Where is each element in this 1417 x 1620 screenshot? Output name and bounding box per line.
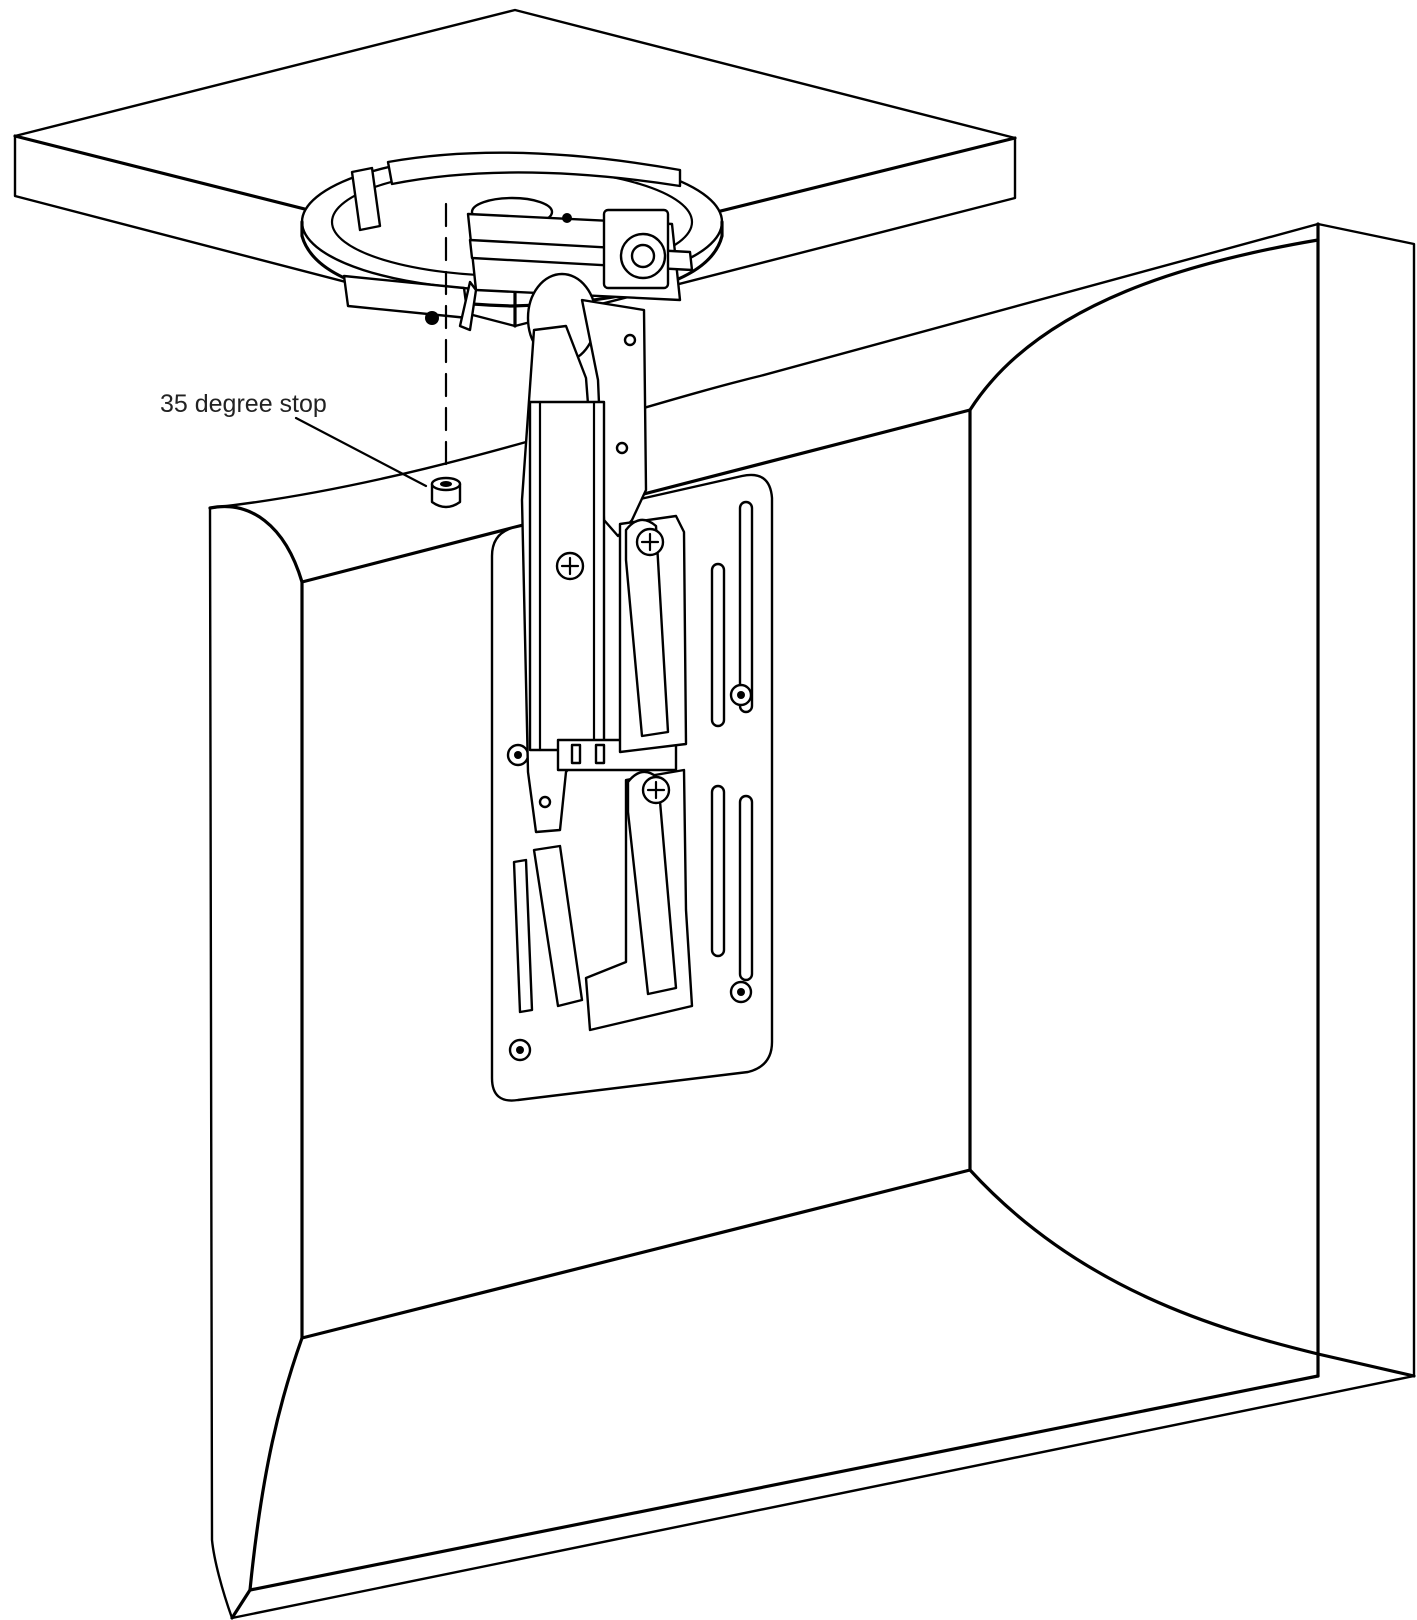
plate-screw-icon: [506, 743, 530, 767]
callout-label: 35 degree stop: [160, 390, 327, 418]
clip-screw-icon: [641, 775, 671, 805]
plate-screw-icon: [729, 980, 753, 1004]
swivel-bracket-icon: [458, 208, 694, 332]
stop-nut-icon: [430, 476, 462, 509]
plate-screw-icon: [729, 683, 753, 707]
arm-screw-icon: [555, 551, 585, 581]
tv-screen-icon: [208, 222, 1416, 1620]
plate-screw-icon: [508, 1038, 532, 1062]
callout-leader-line: [294, 416, 428, 488]
callout: 35 degree stop: [160, 390, 428, 488]
clip-screw-icon: [635, 527, 665, 557]
mount-arm-icon: [512, 272, 694, 1032]
